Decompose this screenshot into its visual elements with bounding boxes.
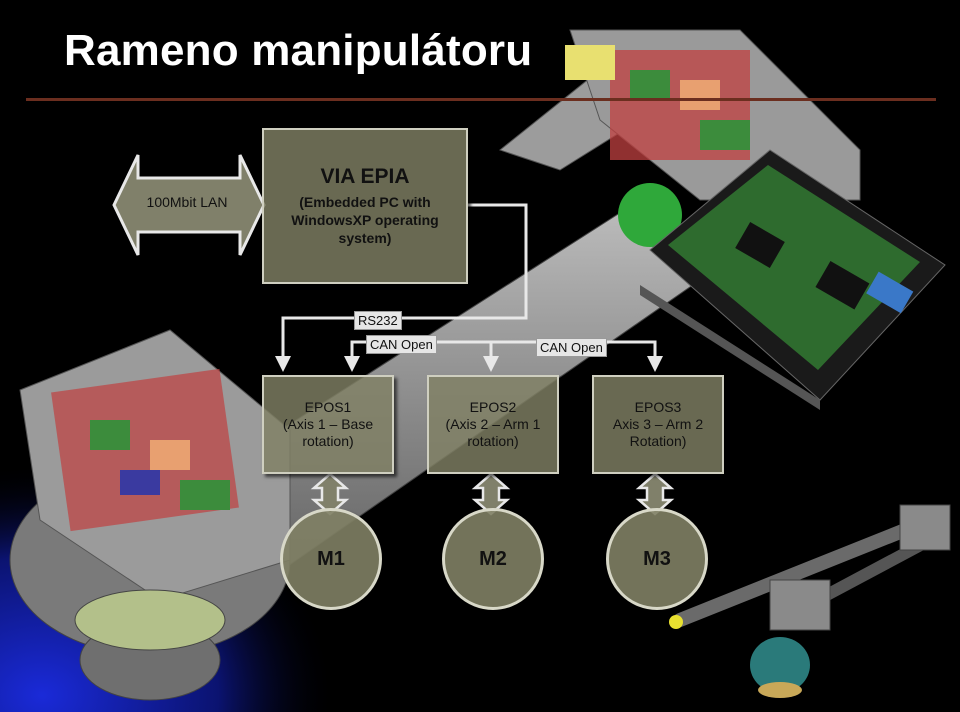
lan-label: 100Mbit LAN xyxy=(146,194,228,210)
base-housing xyxy=(9,329,291,701)
controller-board xyxy=(640,149,946,410)
epos1-line: (Axis 1 – Base xyxy=(282,416,374,432)
title-divider xyxy=(26,98,936,101)
epos3-line: Axis 3 – Arm 2 xyxy=(612,416,704,432)
epos2-line: EPOS2 xyxy=(469,399,517,415)
motor-m1: M1 xyxy=(280,508,382,610)
pc-description-line: system) xyxy=(338,230,392,246)
small-arm-model xyxy=(669,504,951,698)
connection-lines xyxy=(281,203,657,358)
can-open-label-2: CAN Open xyxy=(536,338,607,357)
pc-description-line: WindowsXP operating xyxy=(291,212,439,228)
pc-box: VIA EPIA (Embedded PC with WindowsXP ope… xyxy=(262,128,468,284)
top-joint-housing xyxy=(565,29,861,247)
motor-m2: M2 xyxy=(442,508,544,610)
rs232-label: RS232 xyxy=(354,311,402,330)
slide-title: Rameno manipulátoru xyxy=(64,26,533,75)
epos3-line: EPOS3 xyxy=(634,399,682,415)
epos2-box: EPOS2 (Axis 2 – Arm 1 rotation) xyxy=(427,375,559,474)
epos2-line: rotation) xyxy=(467,433,519,449)
epos3-box: EPOS3 Axis 3 – Arm 2 Rotation) xyxy=(592,375,724,474)
epos3-line: Rotation) xyxy=(629,433,687,449)
epos1-line: EPOS1 xyxy=(304,399,352,415)
epos2-line: (Axis 2 – Arm 1 xyxy=(445,416,541,432)
pc-name: VIA EPIA xyxy=(320,165,410,188)
epos1-box: EPOS1 (Axis 1 – Base rotation) xyxy=(262,375,394,474)
epos1-line: rotation) xyxy=(302,433,354,449)
can-open-label-1: CAN Open xyxy=(366,335,437,354)
connection-arrowheads xyxy=(275,356,663,372)
motor-arrows xyxy=(310,472,675,516)
pc-description-line: (Embedded PC with xyxy=(299,194,431,210)
motor-m3: M3 xyxy=(606,508,708,610)
